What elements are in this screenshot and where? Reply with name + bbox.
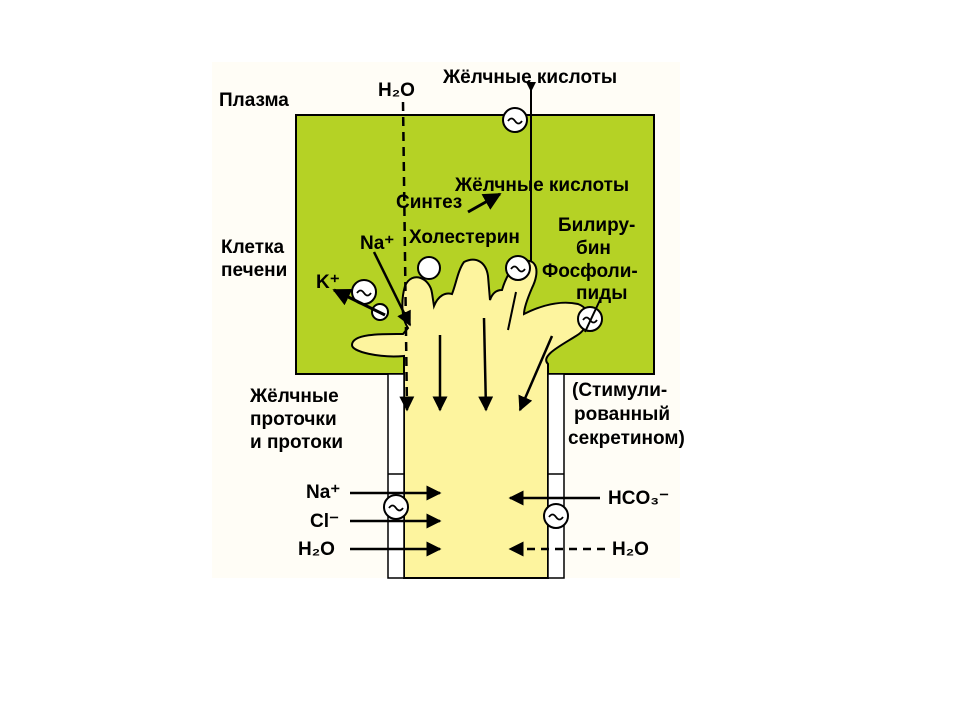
label-na-plus: Na⁺ bbox=[360, 233, 394, 254]
lumen-arrow-2 bbox=[478, 317, 494, 412]
synthesis-arrow bbox=[467, 192, 502, 214]
label-duct-hco3: HCO₃⁻ bbox=[608, 488, 669, 509]
na-arrow bbox=[372, 251, 412, 327]
label-ducts-3: и протоки bbox=[250, 432, 343, 453]
h2o-dashed-arrow bbox=[399, 101, 415, 412]
label-ducts-1: Жёлчные bbox=[249, 386, 339, 407]
label-bile-acids-top: Жёлчные кислоты bbox=[442, 67, 617, 88]
label-duct-cl: Cl⁻ bbox=[310, 511, 339, 532]
label-bilirubin-2: бин bbox=[576, 238, 611, 259]
label-plasma: Плазма bbox=[219, 90, 289, 111]
label-phospholipids-2: пиды bbox=[576, 283, 627, 304]
label-duct-h2o-left: H₂O bbox=[298, 539, 335, 560]
label-bile-acids-mid: Жёлчные кислоты bbox=[454, 175, 629, 196]
duct-wall-right bbox=[547, 373, 565, 579]
bilirubin-arrow bbox=[584, 299, 601, 333]
duct-wall-left bbox=[387, 373, 405, 579]
lumen-arrow-3 bbox=[507, 291, 517, 331]
tilde-circle-icon bbox=[543, 503, 569, 529]
label-duct-h2o-right: H₂O bbox=[612, 539, 649, 560]
lumen-arrow-4 bbox=[518, 335, 554, 412]
tilde-circle-icon bbox=[502, 107, 528, 133]
label-stim-2: рованный bbox=[574, 404, 670, 425]
label-liver-cell-2: печени bbox=[221, 260, 287, 281]
label-synthesis: Синтез bbox=[396, 192, 462, 213]
label-h2o-top: H₂O bbox=[378, 80, 415, 101]
bile-acids-inflow-head bbox=[526, 82, 536, 92]
label-ducts-2: проточки bbox=[250, 409, 337, 430]
label-k-plus: K⁺ bbox=[316, 272, 340, 293]
label-phospholipids-1: Фосфоли- bbox=[542, 261, 638, 282]
label-cholesterol: Холестерин bbox=[409, 227, 520, 248]
k-arrow bbox=[332, 288, 386, 317]
tilde-circle-icon bbox=[383, 494, 409, 520]
label-duct-na: Na⁺ bbox=[306, 482, 340, 503]
cholesterol-vesicle-icon bbox=[417, 256, 441, 280]
label-stim-1: (Стимули- bbox=[572, 380, 667, 401]
label-stim-3: секретином) bbox=[568, 428, 685, 449]
label-liver-cell-1: Клетка bbox=[221, 237, 285, 258]
tilde-circle-icon bbox=[505, 255, 531, 281]
label-bilirubin-1: Билиру- bbox=[558, 215, 635, 236]
